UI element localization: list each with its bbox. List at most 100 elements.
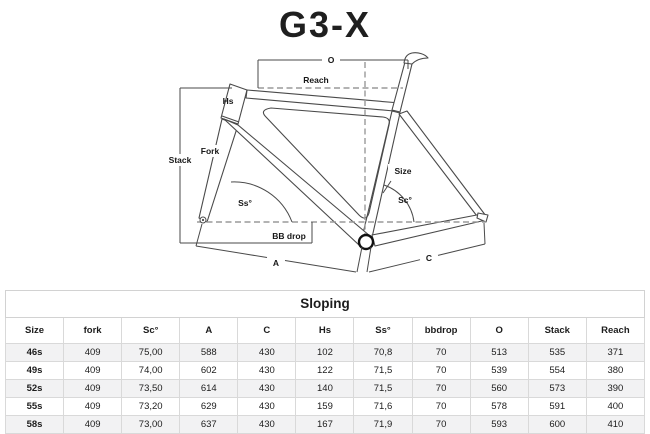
seat-angle-arc bbox=[383, 184, 415, 223]
value-cell: 539 bbox=[469, 361, 529, 380]
column-header-ss: Ss° bbox=[353, 317, 413, 344]
value-cell: 600 bbox=[527, 415, 587, 434]
value-cell: 602 bbox=[179, 361, 239, 380]
head-angle-arc bbox=[230, 181, 293, 223]
value-cell: 409 bbox=[63, 343, 123, 362]
label-reach: Reach bbox=[303, 75, 329, 85]
value-cell: 430 bbox=[237, 379, 297, 398]
column-header-fork: fork bbox=[63, 317, 123, 344]
label-fork: Fork bbox=[201, 146, 220, 156]
label-size: Size bbox=[394, 166, 411, 176]
value-cell: 71,5 bbox=[353, 379, 413, 398]
label-a: A bbox=[273, 258, 279, 268]
label-sc-angle: Sc° bbox=[398, 195, 412, 205]
value-cell: 535 bbox=[527, 343, 587, 362]
value-cell: 71,9 bbox=[353, 415, 413, 434]
value-cell: 400 bbox=[585, 397, 646, 416]
value-cell: 371 bbox=[585, 343, 646, 362]
size-cell: 49s bbox=[4, 361, 65, 380]
value-cell: 75,00 bbox=[121, 343, 181, 362]
value-cell: 629 bbox=[179, 397, 239, 416]
value-cell: 167 bbox=[295, 415, 355, 434]
column-header-a: A bbox=[179, 317, 239, 344]
value-cell: 409 bbox=[63, 415, 123, 434]
measurement-lines bbox=[179, 59, 486, 273]
label-o: O bbox=[328, 55, 335, 65]
value-cell: 70 bbox=[411, 397, 471, 416]
down-tube bbox=[223, 118, 371, 246]
value-cell: 73,50 bbox=[121, 379, 181, 398]
seat-mast bbox=[391, 61, 413, 113]
value-cell: 73,20 bbox=[121, 397, 181, 416]
value-cell: 70 bbox=[411, 343, 471, 362]
value-cell: 70 bbox=[411, 415, 471, 434]
label-c: C bbox=[426, 253, 432, 263]
size-cell: 46s bbox=[4, 343, 65, 362]
column-header-stack: Stack bbox=[527, 317, 587, 344]
table-title: Sloping bbox=[5, 290, 645, 318]
value-cell: 573 bbox=[527, 379, 587, 398]
size-cell: 55s bbox=[4, 397, 65, 416]
chain-stay bbox=[371, 213, 487, 247]
value-cell: 560 bbox=[469, 379, 529, 398]
value-cell: 380 bbox=[585, 361, 646, 380]
value-cell: 409 bbox=[63, 397, 123, 416]
value-cell: 513 bbox=[469, 343, 529, 362]
label-backgrounds bbox=[162, 145, 417, 176]
value-cell: 614 bbox=[179, 379, 239, 398]
value-cell: 70 bbox=[411, 379, 471, 398]
value-cell: 140 bbox=[295, 379, 355, 398]
bike-frame-drawing bbox=[198, 52, 489, 247]
bottom-bracket-circle bbox=[357, 233, 375, 251]
value-cell: 591 bbox=[527, 397, 587, 416]
seat-mast-head bbox=[403, 52, 429, 65]
value-cell: 637 bbox=[179, 415, 239, 434]
value-cell: 593 bbox=[469, 415, 529, 434]
value-cell: 409 bbox=[63, 379, 123, 398]
value-cell: 430 bbox=[237, 361, 297, 380]
value-cell: 159 bbox=[295, 397, 355, 416]
head-tube bbox=[220, 83, 248, 125]
column-header-sc: Sc° bbox=[121, 317, 181, 344]
size-cell: 52s bbox=[4, 379, 65, 398]
column-header-o: O bbox=[469, 317, 529, 344]
value-cell: 71,6 bbox=[353, 397, 413, 416]
value-cell: 410 bbox=[585, 415, 646, 434]
value-cell: 70,8 bbox=[353, 343, 413, 362]
front-dropout-dot bbox=[201, 218, 205, 222]
head-tube-bottom-line bbox=[221, 115, 240, 123]
value-cell: 409 bbox=[63, 361, 123, 380]
label-stack: Stack bbox=[169, 155, 192, 165]
value-cell: 102 bbox=[295, 343, 355, 362]
size-pointer-line bbox=[382, 180, 392, 194]
table-title-row: Sloping bbox=[5, 290, 645, 318]
label-hs: Hs bbox=[223, 96, 234, 106]
value-cell: 588 bbox=[179, 343, 239, 362]
value-cell: 390 bbox=[585, 379, 646, 398]
size-cell: 58s bbox=[4, 415, 65, 434]
column-header-hs: Hs bbox=[295, 317, 355, 344]
label-bb-drop: BB drop bbox=[272, 231, 306, 241]
value-cell: 430 bbox=[237, 343, 297, 362]
label-ss-angle: Ss° bbox=[238, 198, 252, 208]
value-cell: 122 bbox=[295, 361, 355, 380]
value-cell: 554 bbox=[527, 361, 587, 380]
value-cell: 430 bbox=[237, 415, 297, 434]
value-cell: 70 bbox=[411, 361, 471, 380]
value-cell: 74,00 bbox=[121, 361, 181, 380]
value-cell: 71,5 bbox=[353, 361, 413, 380]
product-title: G3-X bbox=[278, 4, 372, 45]
value-cell: 578 bbox=[469, 397, 529, 416]
frame-geometry-diagram: O Reach Hs Stack Fork Ss° BB drop A C Si… bbox=[162, 52, 489, 273]
column-header-c: C bbox=[237, 317, 297, 344]
fork-blade bbox=[198, 118, 239, 223]
